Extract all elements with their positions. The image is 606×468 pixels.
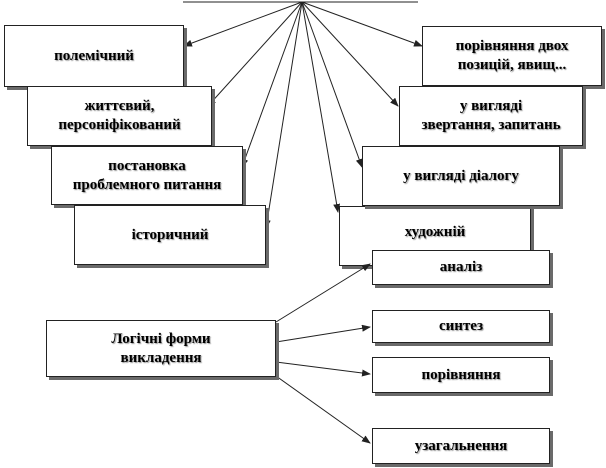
comparison-box: порівняння — [372, 357, 550, 393]
arrow-to-dialogue — [301, 1, 363, 168]
life-label-line1: життєвий, — [84, 98, 155, 115]
dialogue-box: у вигляді діалогу — [362, 146, 560, 206]
compare-positions-text: порівняння двох позицій, явищ... — [456, 37, 569, 75]
compare-label-line1: порівняння двох — [455, 38, 569, 55]
problem-label-line1: постановка — [108, 157, 186, 174]
problem-label-line2: проблемного питання — [72, 176, 222, 193]
generalization-box: узагальнення — [372, 428, 550, 464]
logical-forms-line2: викладення — [120, 349, 202, 366]
arrow-to-art — [301, 1, 341, 213]
life-personified-text: життєвий, персоніфікований — [58, 97, 180, 135]
arrow-to-comparison — [275, 361, 371, 377]
appeal-questions-box: у вигляді звертання, запитань — [399, 86, 583, 146]
arrow-to-analysis — [275, 263, 371, 323]
polemic-label: полемічний — [54, 47, 134, 64]
arrow-to-life — [207, 1, 303, 107]
life-personified-box: життєвий, персоніфікований — [27, 86, 212, 146]
dialogue-label: у вигляді діалогу — [403, 167, 519, 184]
arrow-to-synthesis — [275, 324, 371, 343]
polemic-box: полемічний — [4, 25, 184, 87]
logic-arrows — [275, 263, 371, 444]
synthesis-label: синтез — [439, 318, 483, 335]
appeal-questions-text: у вигляді звертання, запитань — [421, 97, 560, 135]
problem-question-box: постановка проблемного питання — [51, 146, 243, 205]
life-label-line2: персоніфікований — [58, 117, 181, 133]
historical-box: історичний — [74, 205, 266, 265]
arrow-to-problem — [241, 1, 303, 168]
historical-label: історичний — [131, 226, 209, 243]
synthesis-box: синтез — [372, 310, 550, 343]
appeal-label-line1: у вигляді — [459, 98, 523, 115]
analysis-label: аналіз — [439, 259, 483, 276]
appeal-label-line2: звертання, запитань — [421, 117, 561, 133]
artistic-label: художній — [404, 224, 466, 240]
comparison-label: порівняння — [421, 366, 501, 383]
arrow-to-generalization — [275, 375, 371, 444]
logical-forms-box: Логічні форми викладення — [46, 320, 276, 377]
analysis-box: аналіз — [372, 250, 550, 285]
arrow-to-compare2 — [301, 1, 423, 47]
logical-forms-line1: Логічні форми — [111, 330, 211, 347]
arrow-to-polemic — [183, 1, 303, 47]
arrow-to-history — [263, 1, 303, 229]
compare-label-line2: позицій, явищ... — [457, 57, 567, 73]
logical-forms-text: Логічні форми викладення — [111, 330, 210, 368]
compare-positions-box: порівняння двох позицій, явищ... — [422, 26, 602, 86]
problem-question-text: постановка проблемного питання — [73, 157, 221, 195]
arrow-to-appeal — [301, 1, 399, 107]
generalization-label: узагальнення — [414, 437, 508, 454]
